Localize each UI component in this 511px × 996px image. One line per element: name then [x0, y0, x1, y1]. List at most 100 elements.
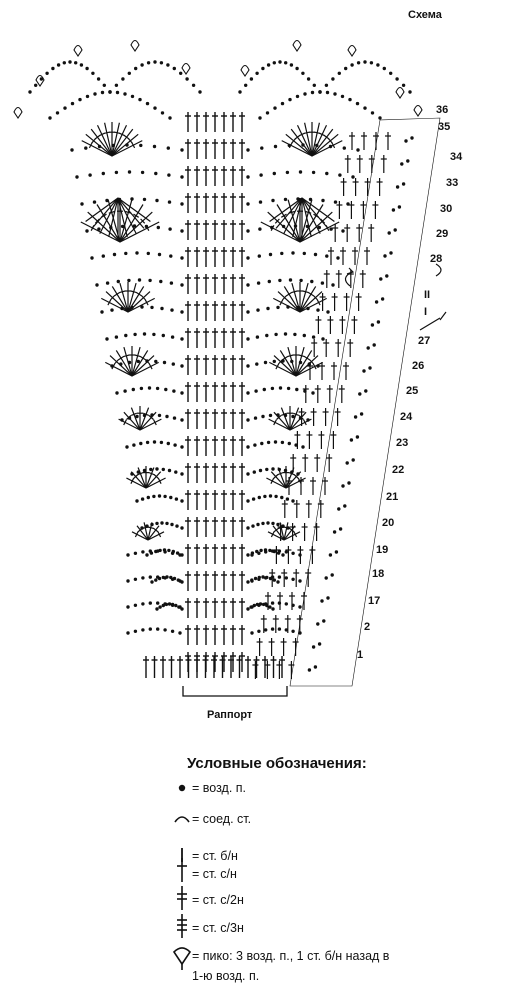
- chain-dot: [266, 440, 271, 445]
- chain-dot: [249, 77, 254, 81]
- chain-dot: [174, 470, 178, 474]
- fan-bar: [280, 412, 288, 416]
- chain-dot: [276, 580, 280, 584]
- chain-dot: [56, 63, 61, 67]
- chain-dot: [261, 66, 265, 71]
- picot: [13, 106, 23, 119]
- chain-dot: [264, 602, 268, 606]
- chain-dot: [322, 619, 326, 623]
- fan-stitch: [111, 140, 143, 157]
- chain-dot: [274, 332, 278, 337]
- chain-dot: [149, 467, 153, 472]
- fan-stitch: [136, 525, 149, 541]
- chain-dot: [255, 362, 259, 366]
- chain-dot: [198, 90, 202, 94]
- chain-dot: [389, 71, 393, 76]
- chain-dot: [270, 601, 275, 605]
- chain-dot: [272, 578, 276, 582]
- fan-bar: [114, 359, 120, 365]
- chain-dot: [278, 278, 282, 283]
- chain-dot: [180, 391, 184, 395]
- chain-dot: [303, 92, 307, 96]
- chain-dot: [155, 521, 159, 526]
- chain-dot: [150, 580, 154, 584]
- fan-bar: [148, 363, 153, 370]
- chain-dot: [152, 144, 157, 149]
- chain-dot: [135, 251, 139, 255]
- fan-stitch: [119, 282, 129, 313]
- picot-icon: [172, 947, 192, 970]
- chain-dot: [378, 116, 382, 120]
- fan-bar: [291, 138, 297, 144]
- chain-dot: [121, 77, 125, 81]
- picot: [395, 86, 405, 99]
- chain-dot: [401, 83, 406, 88]
- chain-dot: [324, 83, 329, 88]
- chain-dot: [276, 305, 280, 310]
- chain-dot: [152, 440, 157, 444]
- row-label-23: 23: [396, 437, 408, 449]
- legend-item-dc: = ст. с/н: [192, 867, 237, 881]
- chain-dot: [180, 310, 184, 314]
- chain-dot: [298, 579, 302, 583]
- chain-dot: [258, 227, 262, 231]
- chain-dot: [272, 61, 276, 65]
- chain-dot: [156, 601, 160, 605]
- fan-bar: [118, 355, 124, 361]
- chain-dot: [170, 335, 175, 339]
- fan-stitch: [127, 286, 145, 313]
- fan-stitch: [87, 211, 121, 243]
- chain-dot: [353, 415, 358, 419]
- chain-dot: [356, 148, 360, 152]
- chain-dot: [115, 90, 120, 95]
- fan-stitch: [292, 197, 303, 238]
- fan-bar: [276, 415, 282, 420]
- fan-bar: [123, 354, 130, 358]
- chain-dot: [180, 418, 184, 422]
- chain-dot: [85, 66, 89, 71]
- chain-dot: [254, 389, 258, 393]
- row-label-21: 21: [386, 491, 398, 503]
- chain-dot: [172, 66, 176, 71]
- fan-bar: [148, 415, 154, 420]
- chain-dot: [251, 497, 256, 501]
- repeat-bracket: [182, 686, 288, 697]
- fan-stitch: [119, 211, 153, 243]
- chain-dot: [288, 97, 292, 102]
- chain-dot: [155, 198, 159, 203]
- chain-dot: [178, 605, 182, 609]
- chain-dot: [125, 445, 129, 449]
- fan-bar: [126, 415, 132, 420]
- chain-dot: [255, 71, 259, 76]
- row-label-19: 19: [376, 544, 388, 556]
- chain-dot: [383, 254, 387, 258]
- chain-dot: [155, 386, 160, 391]
- chain-dot: [246, 472, 250, 476]
- chain-dot-icon: [178, 784, 186, 792]
- fan-stitch: [299, 282, 309, 313]
- chain-dot: [318, 90, 322, 94]
- picot-edge: [13, 39, 423, 119]
- chain-dot: [363, 106, 367, 110]
- chain-dot: [135, 499, 139, 503]
- chain-dot: [142, 468, 147, 473]
- chain-dot: [147, 386, 152, 390]
- chain-dot: [311, 335, 316, 339]
- chain-dot: [179, 71, 183, 76]
- fan-stitch: [301, 197, 312, 238]
- chain-dot: [126, 631, 130, 635]
- chain-dot: [185, 77, 189, 81]
- chain-dot: [120, 224, 125, 229]
- fan-stitch: [283, 197, 303, 234]
- fan-stitch: [111, 122, 120, 157]
- chain-dot: [155, 607, 159, 611]
- chain-dot: [246, 202, 250, 206]
- chain-dot: [370, 111, 375, 115]
- chain-dot: [268, 548, 272, 553]
- fan-bar: [114, 291, 120, 297]
- chain-dot: [154, 359, 158, 364]
- chain-dot: [343, 504, 347, 508]
- row-label-18: 18: [372, 568, 384, 580]
- chain-dot: [256, 281, 261, 285]
- chain-dot: [273, 106, 277, 110]
